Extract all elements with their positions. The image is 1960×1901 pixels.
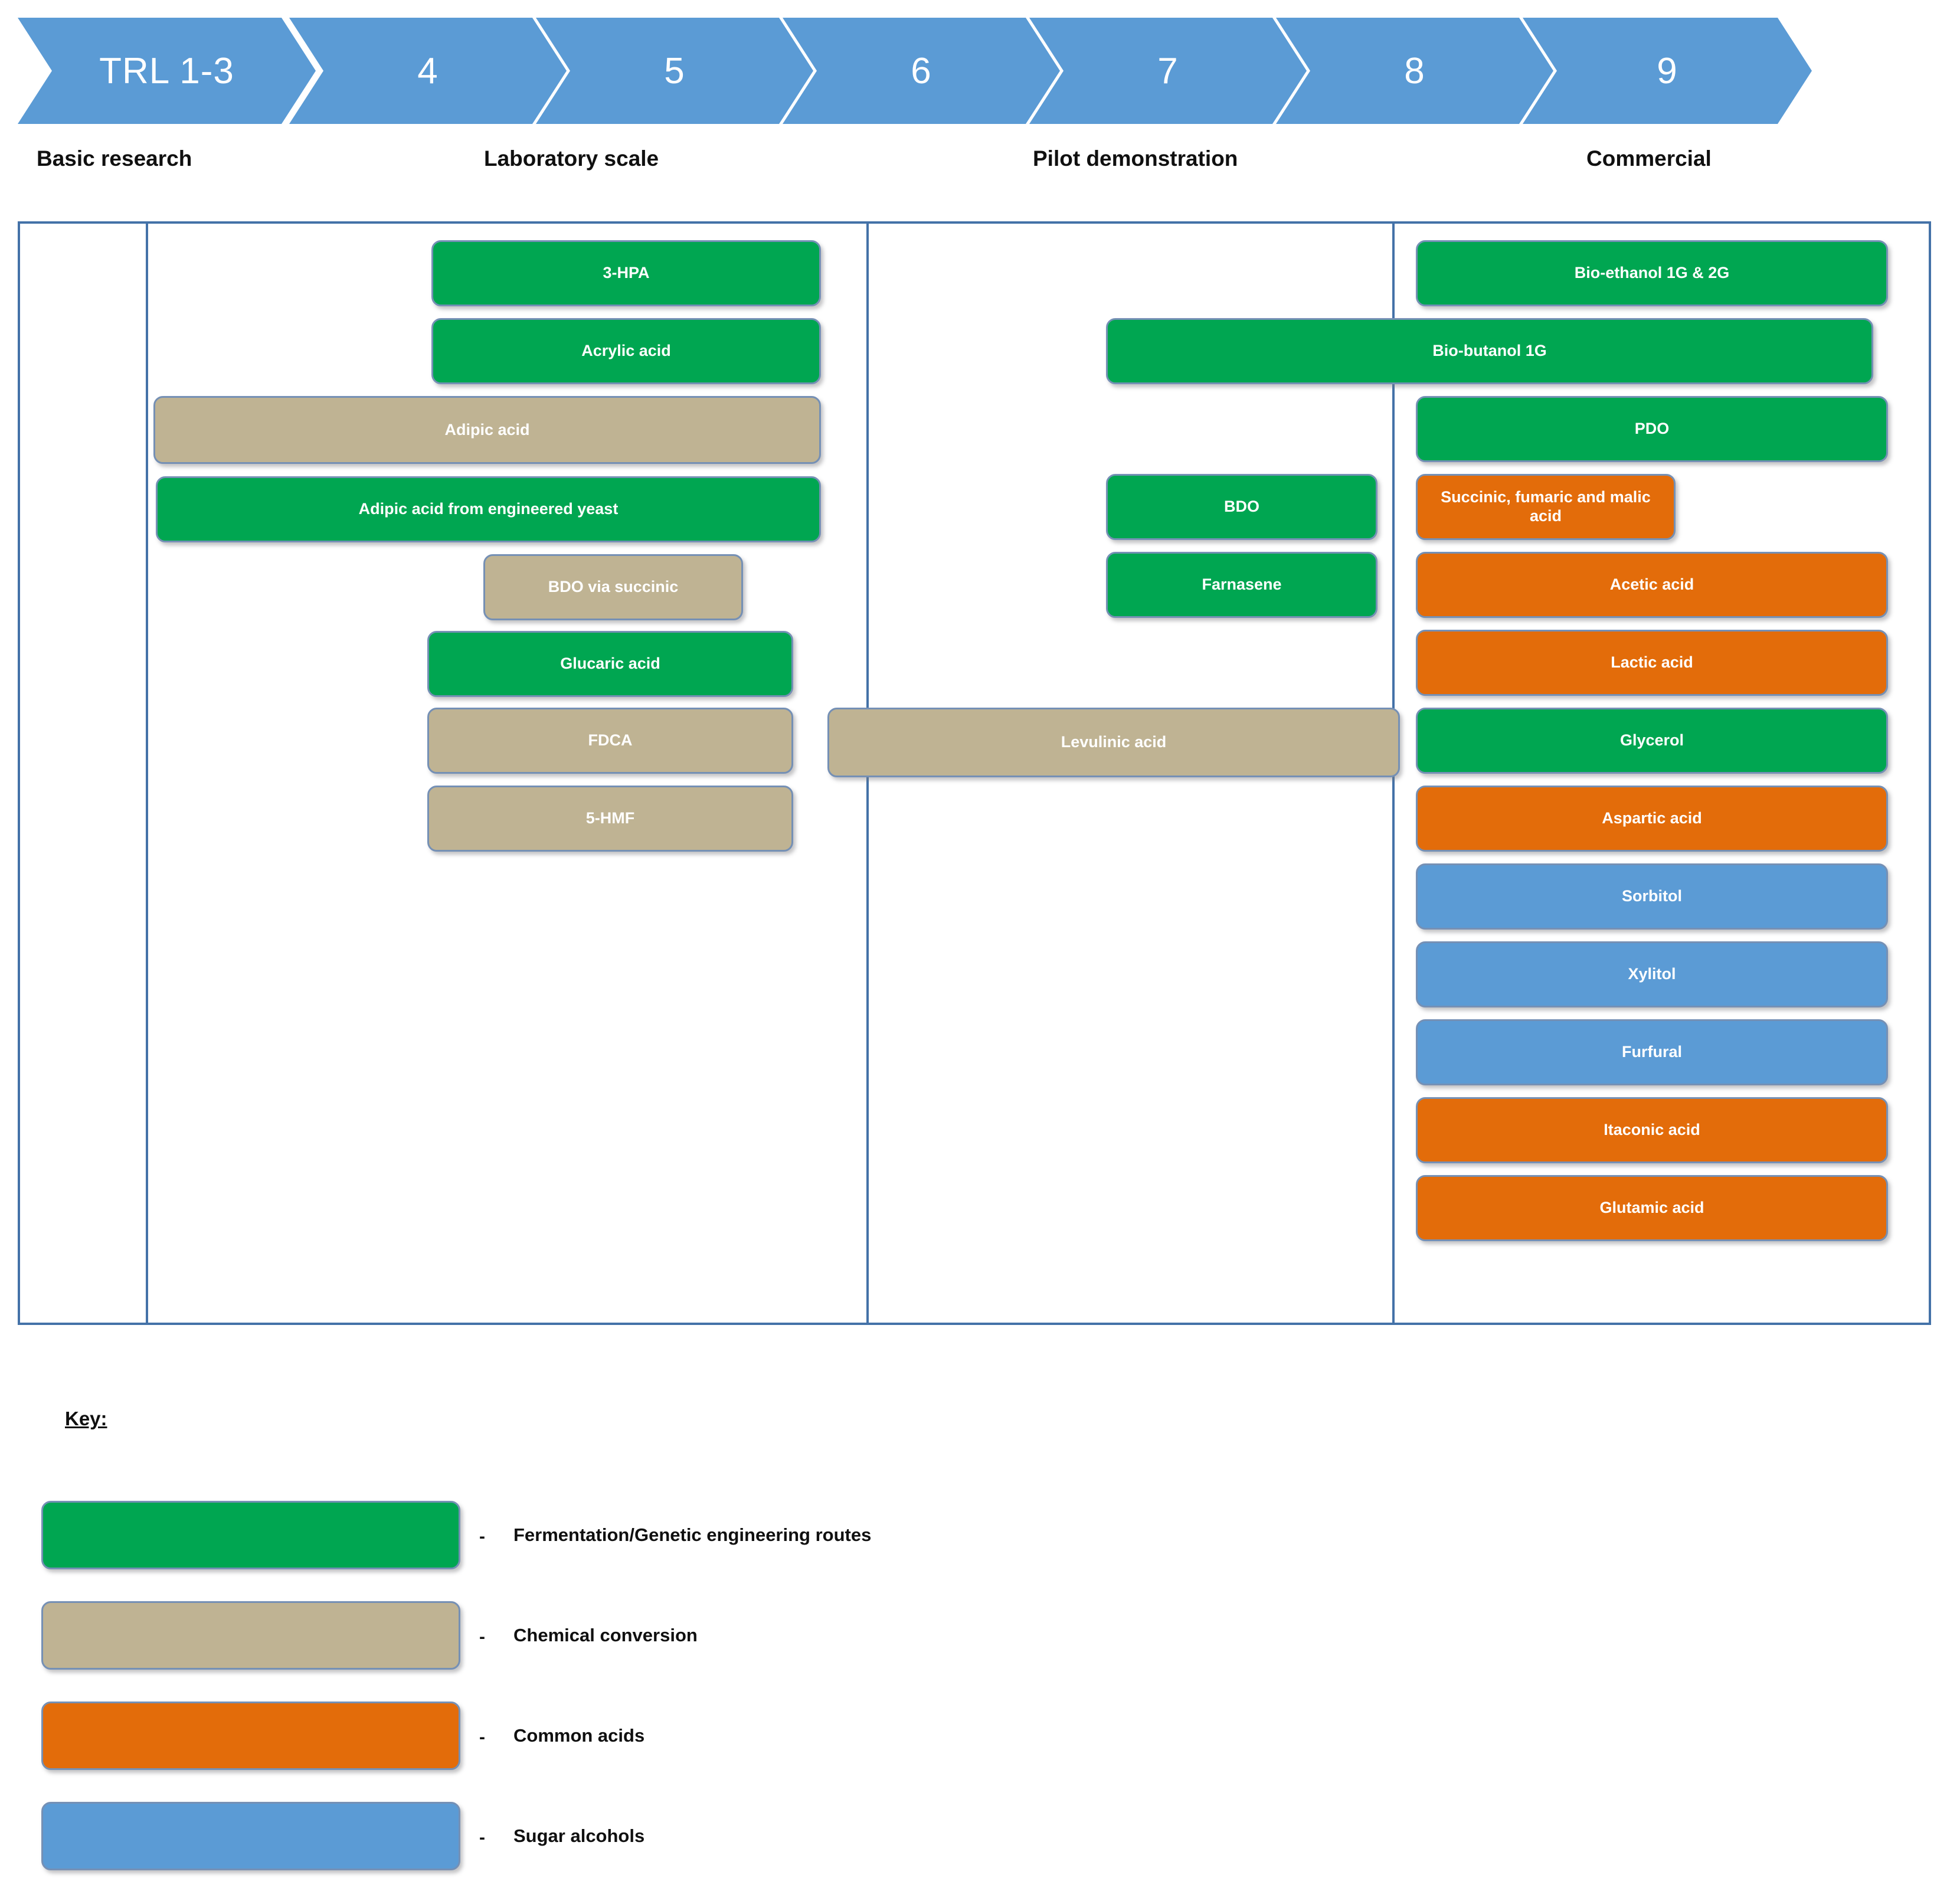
- phase-label-laboratory-scale: Laboratory scale: [484, 146, 659, 171]
- trl-arrow-label: 6: [911, 50, 932, 91]
- chemical-bar-xylitol: Xylitol: [1416, 941, 1888, 1007]
- chemical-bar-3-hpa: 3-HPA: [431, 240, 821, 306]
- chemical-bar-bdo-via-succinic: BDO via succinic: [483, 554, 743, 620]
- chemical-bar-label: Acetic acid: [1609, 575, 1694, 594]
- chemical-bar-label: PDO: [1634, 420, 1670, 438]
- trl-arrow-3: 5: [536, 18, 813, 124]
- chemical-bar-5-hmf: 5-HMF: [427, 786, 793, 852]
- phase-label-basic-research: Basic research: [37, 146, 192, 171]
- trl-arrow-1: TRL 1-3: [18, 18, 316, 124]
- chemical-bar-label: Glucaric acid: [560, 655, 660, 673]
- chemical-bar-label: Bio-butanol 1G: [1432, 342, 1547, 360]
- legend-swatch-acids: [41, 1702, 460, 1770]
- chemical-bar-fdca: FDCA: [427, 708, 793, 774]
- chemical-bar-label: Succinic, fumaric and malic acid: [1441, 488, 1651, 525]
- chemical-bar-label: BDO: [1224, 498, 1259, 516]
- chemical-bar-bdo: BDO: [1106, 474, 1377, 540]
- chemical-bar-levulinic-acid: Levulinic acid: [827, 708, 1400, 777]
- trl-arrow-label: 7: [1157, 50, 1179, 91]
- trl-arrow-6: 8: [1276, 18, 1553, 124]
- chemical-bar-bio-butanol-1g: Bio-butanol 1G: [1106, 318, 1873, 384]
- legend-label: Common acids: [513, 1725, 645, 1746]
- chemical-bar-lactic-acid: Lactic acid: [1416, 630, 1888, 696]
- trl-arrow-scale: TRL 1-3 4 5 6 7 8 9: [0, 0, 1960, 130]
- chemical-bar-furfural: Furfural: [1416, 1019, 1888, 1085]
- chemical-bar-sorbitol: Sorbitol: [1416, 863, 1888, 930]
- chemical-bar-aspartic-acid: Aspartic acid: [1416, 786, 1888, 852]
- trl-arrow-label: TRL 1-3: [99, 50, 234, 91]
- chemical-bar-label: Farnasene: [1202, 575, 1282, 594]
- key-title: Key:: [65, 1408, 107, 1429]
- legend-dash: -: [479, 1828, 485, 1847]
- chemical-bar-label: 5-HMF: [585, 809, 635, 827]
- legend-swatch-fermentation: [41, 1501, 460, 1569]
- chemical-bar-label: Xylitol: [1628, 965, 1676, 983]
- chemical-bar-label: Acrylic acid: [581, 342, 671, 360]
- legend-label: Sugar alcohols: [513, 1825, 645, 1846]
- chemical-bar-pdo: PDO: [1416, 396, 1888, 462]
- chemical-bar-glucaric-acid: Glucaric acid: [427, 631, 793, 697]
- legend-label: Fermentation/Genetic engineering routes: [513, 1524, 872, 1545]
- chemical-bar-label: Itaconic acid: [1604, 1121, 1700, 1139]
- chemical-bar-label: Furfural: [1621, 1043, 1682, 1061]
- trl-arrow-2: 4: [289, 18, 567, 124]
- chemical-bar-glycerol: Glycerol: [1416, 708, 1888, 774]
- phase-label-pilot-demonstration: Pilot demonstration: [1033, 146, 1238, 171]
- legend-dash: -: [479, 1727, 485, 1747]
- chemical-bar-adipic-acid-from-engineered-yeast: Adipic acid from engineered yeast: [156, 476, 821, 542]
- trl-arrow-label: 5: [664, 50, 685, 91]
- chemical-bar-label: FDCA: [588, 731, 633, 750]
- trl-arrow-label: 9: [1657, 50, 1678, 91]
- trl-arrow-label: 4: [417, 50, 439, 91]
- legend-dash: -: [479, 1527, 485, 1546]
- chemical-bar-label: Bio-ethanol 1G & 2G: [1574, 264, 1730, 282]
- chemical-bar-acrylic-acid: Acrylic acid: [431, 318, 821, 384]
- trl-arrow-4: 6: [783, 18, 1060, 124]
- legend-swatch-chemical: [41, 1601, 460, 1670]
- chemical-bar-label: BDO via succinic: [548, 578, 679, 596]
- chemical-bar-label: Aspartic acid: [1602, 809, 1702, 827]
- trl-arrow-5: 7: [1029, 18, 1307, 124]
- chemical-bar-farnasene: Farnasene: [1106, 552, 1377, 618]
- chemical-bar-label: Adipic acid from engineered yeast: [358, 500, 619, 518]
- chemical-bar-bio-ethanol-1g-2g: Bio-ethanol 1G & 2G: [1416, 240, 1888, 306]
- chemical-bar-label: Levulinic acid: [1061, 733, 1167, 751]
- chemical-bar-label: Sorbitol: [1622, 887, 1682, 905]
- chemical-bar-succinic-fumaric-and-malic-acid: Succinic, fumaric and malic acid: [1416, 474, 1676, 540]
- chemical-bar-label: Adipic acid: [444, 420, 530, 439]
- phase-label-commercial: Commercial: [1586, 146, 1712, 171]
- chemical-bar-label: Glycerol: [1619, 731, 1684, 750]
- chemical-bar-itaconic-acid: Itaconic acid: [1416, 1097, 1888, 1163]
- chemical-bar-acetic-acid: Acetic acid: [1416, 552, 1888, 618]
- trl-arrow-label: 8: [1404, 50, 1425, 91]
- column-divider-1: [146, 224, 148, 1323]
- legend-label: Chemical conversion: [513, 1625, 698, 1645]
- chemical-bar-glutamic-acid: Glutamic acid: [1416, 1175, 1888, 1241]
- phase-label-row: Basic research Laboratory scale Pilot demo…: [0, 0, 1960, 171]
- chemical-bar-label: 3-HPA: [603, 264, 650, 282]
- chemical-bar-label: Glutamic acid: [1599, 1199, 1704, 1217]
- legend-dash: -: [479, 1627, 485, 1647]
- legend-swatch-sugar-alcohols: [41, 1802, 460, 1870]
- chemical-bar-adipic-acid: Adipic acid: [153, 396, 821, 464]
- trl-arrow-7: 9: [1523, 18, 1812, 124]
- chemical-bar-label: Lactic acid: [1611, 653, 1693, 672]
